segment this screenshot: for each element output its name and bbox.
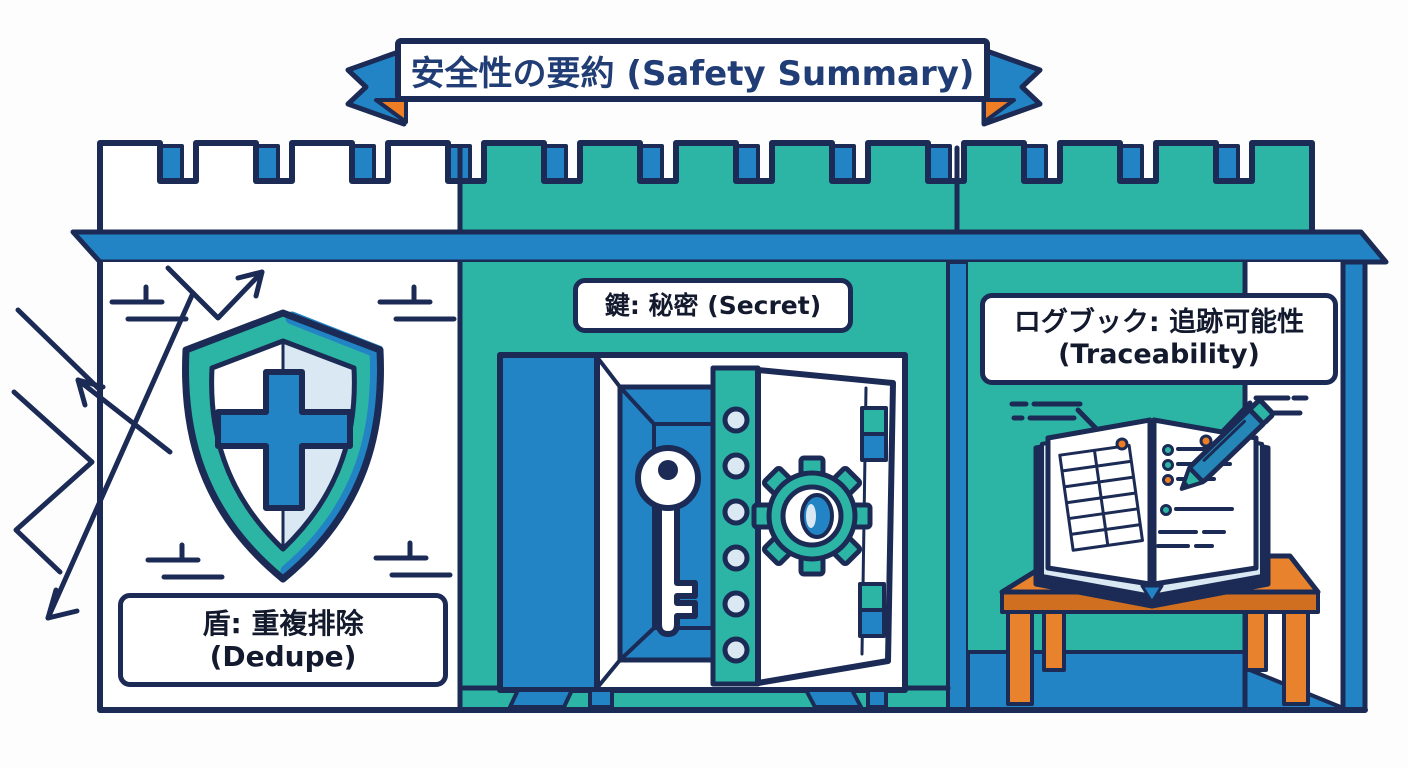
orange-dot [1199, 434, 1213, 448]
secret-label-line1: 鍵: 秘密 (Secret) [604, 290, 822, 320]
left-page [1045, 417, 1153, 587]
vault-side-panel [497, 352, 600, 693]
spine [1140, 584, 1164, 604]
dedupe-label-line1: 盾: 重複排除 [202, 606, 364, 640]
logbook-pen-icon [1033, 398, 1275, 609]
table-leg [1042, 610, 1066, 672]
ribbon-fold-left [374, 98, 408, 124]
deflected-arrow-icon [11, 265, 265, 621]
traceability-label-box: ログブック: 追跡可能性 (Traceability) [980, 293, 1338, 385]
table-leg [1244, 610, 1268, 672]
ribbon-fold-right [982, 98, 1016, 124]
banner-title-box: 安全性の要約 (Safety Summary) [395, 38, 990, 102]
traceability-label-line1: ログブック: 追跡可能性 [1013, 307, 1305, 339]
door-hinges [858, 406, 888, 638]
shield-cross-icon [182, 309, 384, 583]
ledger-grid [1058, 443, 1144, 552]
checklist-bullets [1160, 444, 1174, 516]
cornice-ledge [70, 229, 1389, 265]
gear-dial-icon [751, 455, 873, 577]
pen-icon [1179, 398, 1275, 491]
wall-divider [946, 260, 970, 712]
vault-key-icon [497, 352, 908, 709]
vault-legs [508, 688, 888, 709]
cross-icon [215, 369, 353, 511]
right-page [1151, 417, 1259, 587]
corner-pillar [1340, 259, 1368, 713]
banner-title: 安全性の要約 (Safety Summary) [410, 53, 975, 94]
castle-battlement [97, 140, 1315, 235]
banner-ribbon [345, 47, 1043, 127]
traceability-label-line2: (Traceability) [1058, 339, 1260, 370]
vault-bolts [722, 406, 750, 664]
table-leg [1282, 610, 1310, 706]
secret-label-box: 鍵: 秘密 (Secret) [573, 278, 853, 333]
key-icon [635, 445, 701, 637]
dedupe-label-box: 盾: 重複排除 (Dedupe) [118, 593, 448, 687]
orange-dot [1115, 437, 1129, 451]
dedupe-label-line2: (Dedupe) [209, 640, 357, 673]
table-leg [1006, 610, 1034, 706]
